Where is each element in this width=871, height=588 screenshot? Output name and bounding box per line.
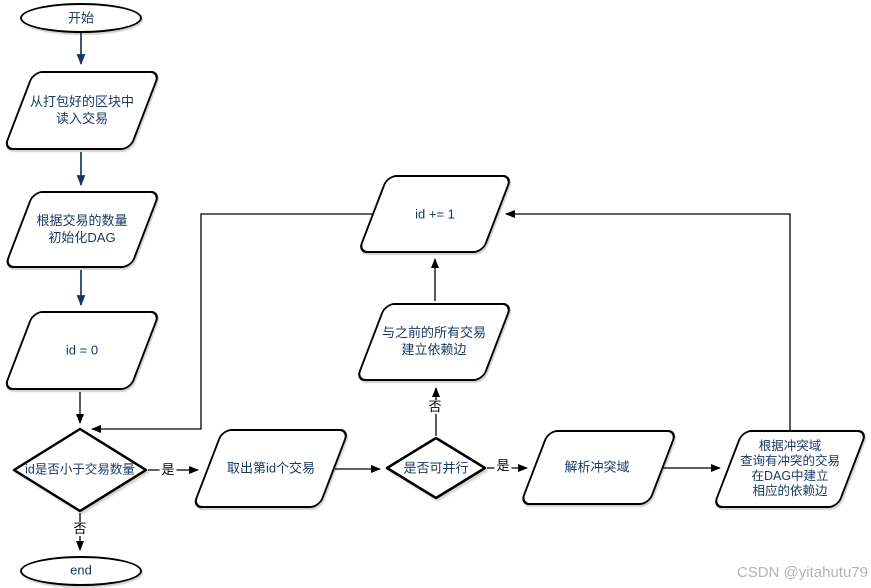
end-terminator-shape	[20, 556, 142, 586]
branch-label-id-lt-yes: 是	[159, 462, 177, 477]
check-id-lt-count-diamond-shape	[12, 427, 148, 513]
branch-label-parallel-yes: 是	[494, 458, 512, 473]
branch-label-parallel-no: 否	[426, 399, 444, 414]
edge-buildconflict-to-increment	[505, 210, 791, 430]
increment-id-label: id += 1	[415, 206, 455, 222]
watermark-text: CSDN @yitahutu79	[736, 564, 868, 581]
build-all-edges-label: 与之前的所有交易 建立依赖边	[381, 325, 486, 357]
check-parallel-label: 是否可并行	[403, 460, 469, 476]
start-terminator-shape	[20, 3, 142, 33]
read-transactions-label: 从打包好的区块中 读入交易	[29, 94, 134, 126]
build-conflict-edges-label: 根据冲突域 查询有冲突的交易 在DAG中建立 相应的依赖边	[739, 439, 840, 498]
set-id-zero-label: id = 0	[65, 342, 99, 358]
branch-label-id-lt-no: 否	[71, 521, 89, 536]
edge-increment-loop-to-check	[91, 213, 372, 433]
init-dag-label: 根据交易的数量 初始化DAG	[36, 213, 128, 245]
check-id-lt-count-label: id是否小于交易数量	[25, 462, 135, 477]
end-node-label: end	[70, 562, 92, 578]
check-parallel-diamond-shape	[385, 436, 487, 500]
fetch-transaction-label: 取出第id个交易	[226, 460, 316, 476]
start-node-label: 开始	[67, 10, 95, 26]
parse-conflict-domain-label: 解析冲突域	[564, 459, 630, 475]
